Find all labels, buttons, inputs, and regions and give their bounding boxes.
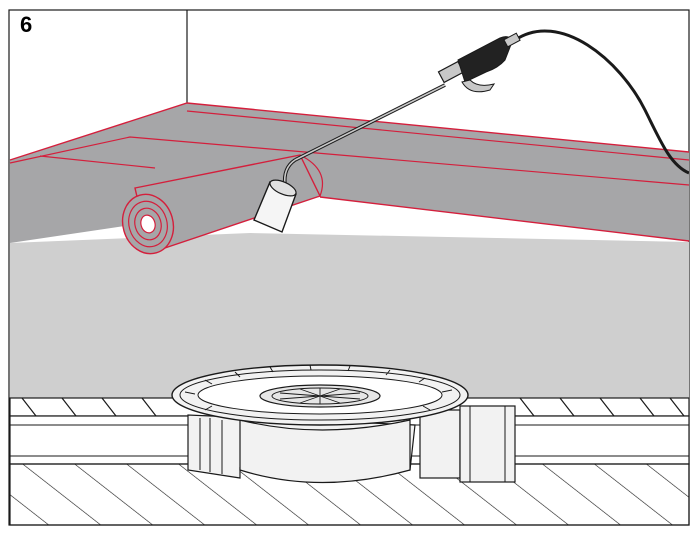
floor-drain-icon [171, 364, 516, 484]
membrane-seam [39, 155, 156, 169]
membrane-front-edge [319, 196, 690, 242]
membrane-inner-edge [186, 110, 690, 161]
gas-torch-icon [253, 29, 690, 233]
membrane-overlap-line [9, 136, 690, 186]
membrane-roll-icon [121, 154, 324, 255]
membrane-top-edge [9, 102, 690, 161]
subfloor-screed [10, 233, 689, 398]
step-number: 6 [20, 12, 33, 37]
screed-hatch [21, 397, 685, 417]
